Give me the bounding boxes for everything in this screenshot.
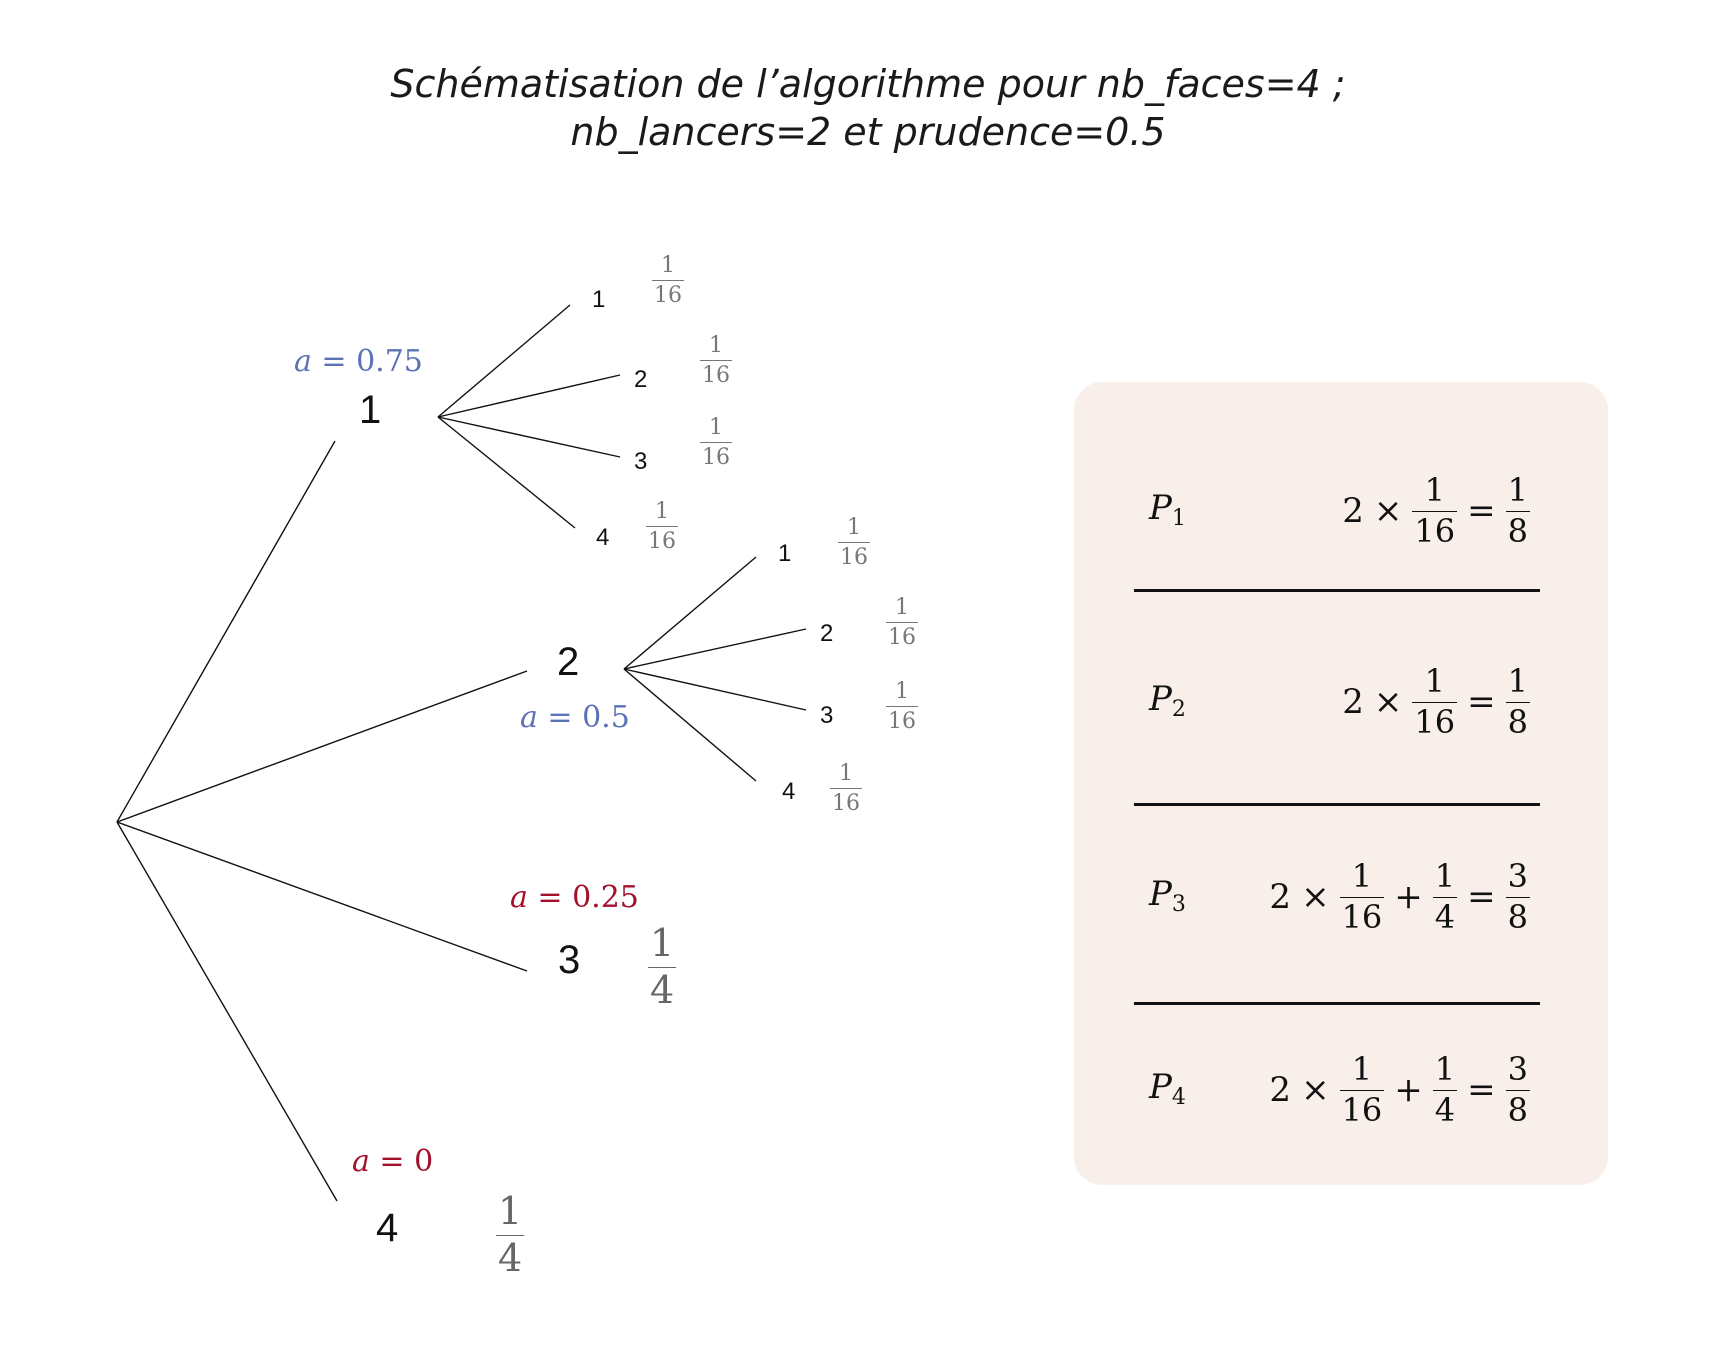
leaf-2-2: 2 <box>820 620 834 647</box>
node-4: 4 <box>376 1206 399 1250</box>
branch-root-to-4 <box>116 821 338 1202</box>
branch-2-to-4 <box>623 668 757 782</box>
branch-2-to-2 <box>623 628 807 670</box>
branch-1-to-4 <box>437 416 576 529</box>
branch-1-to-3 <box>437 416 621 458</box>
a-value-node-4: a = 0 <box>352 1144 434 1179</box>
separator-1 <box>1134 589 1540 592</box>
branch-root-to-1 <box>116 440 336 823</box>
node-3: 3 <box>558 938 581 982</box>
leaf-1-2: 2 <box>634 366 648 393</box>
leaf-2-3: 3 <box>820 702 834 729</box>
leaf-1-1: 1 <box>592 286 606 313</box>
leaf-1-3: 3 <box>634 448 648 475</box>
branch-1-to-2 <box>437 374 621 418</box>
diagram-title-line-1: Schématisation de l’algorithme pour nb_f… <box>390 62 1346 106</box>
result-label-p4: P4 <box>1149 1067 1186 1110</box>
leaf-1-4: 4 <box>596 524 610 551</box>
result-label-p2: P2 <box>1149 679 1186 722</box>
separator-2 <box>1134 803 1540 806</box>
branch-root-to-2 <box>116 670 528 823</box>
result-label-p3: P3 <box>1149 874 1186 917</box>
branch-1-to-1 <box>437 304 571 418</box>
leaf-2-1: 1 <box>778 540 792 567</box>
node-1: 1 <box>359 388 382 432</box>
branch-2-to-1 <box>623 556 757 670</box>
a-value-node-3: a = 0.25 <box>510 880 639 915</box>
branch-root-to-3 <box>116 821 528 972</box>
diagram-title-line-2: nb_lancers=2 et prudence=0.5 <box>570 110 1166 154</box>
result-label-p1: P1 <box>1149 488 1186 531</box>
a-value-node-1: a = 0.75 <box>294 344 423 379</box>
leaf-2-4: 4 <box>782 778 796 805</box>
branch-2-to-3 <box>623 668 807 711</box>
separator-3 <box>1134 1002 1540 1005</box>
node-2: 2 <box>557 640 580 684</box>
a-value-node-2: a = 0.5 <box>520 700 630 735</box>
